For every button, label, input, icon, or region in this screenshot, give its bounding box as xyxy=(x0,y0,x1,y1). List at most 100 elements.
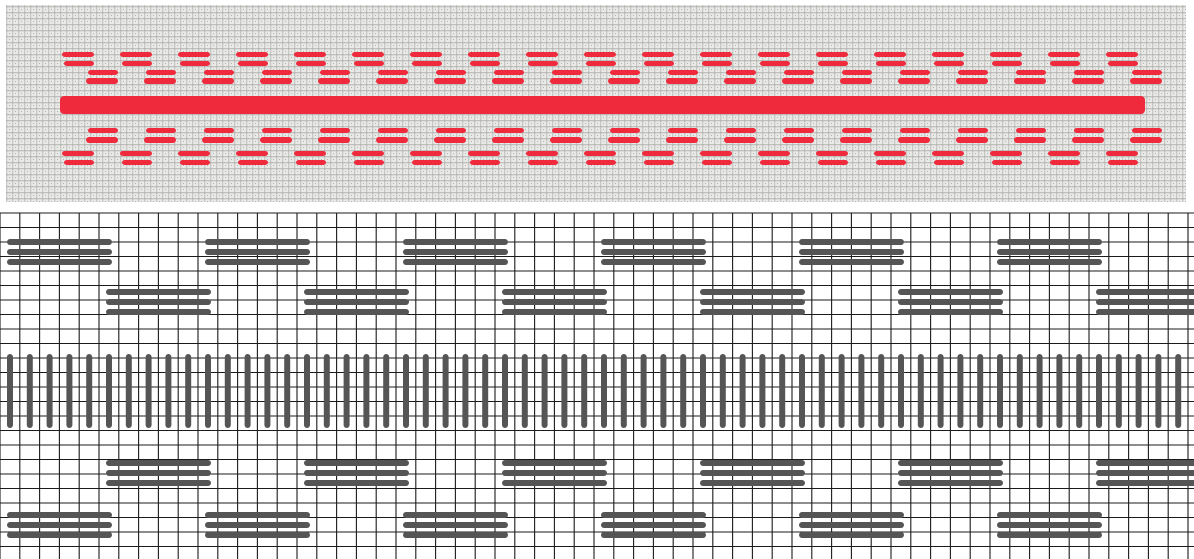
stitch-dash xyxy=(378,70,408,75)
stitch-dash xyxy=(584,151,616,156)
stitch-dash xyxy=(1132,128,1162,133)
stitch-dash xyxy=(900,128,930,133)
stitch-dash xyxy=(1130,137,1162,143)
stitch-dash xyxy=(88,128,118,133)
stitch-dash xyxy=(1108,61,1138,66)
stitch-dash xyxy=(934,160,964,165)
stitch-dash xyxy=(294,151,326,156)
stitch-dash xyxy=(146,128,176,133)
stitch-dash xyxy=(354,61,384,66)
stitch-dash xyxy=(726,70,756,75)
stitch-dash xyxy=(378,128,408,133)
stitch-chart xyxy=(0,205,1194,559)
stitch-dash xyxy=(876,61,906,66)
stitch-dash xyxy=(320,128,350,133)
stitch-dash xyxy=(262,128,292,133)
stitch-dash xyxy=(236,52,268,57)
stitch-dash xyxy=(88,70,118,75)
stitch-dash xyxy=(528,61,558,66)
stitch-dash xyxy=(434,137,466,143)
stitch-dash xyxy=(1016,128,1046,133)
stitch-dash xyxy=(550,78,582,84)
stitch-dash xyxy=(1014,137,1046,143)
stitch-dash xyxy=(318,78,350,84)
stitch-dash xyxy=(782,137,814,143)
stitch-dash xyxy=(610,70,640,75)
stitch-dash xyxy=(1132,70,1162,75)
stitch-dash xyxy=(724,78,756,84)
stitch-dash xyxy=(782,78,814,84)
embroidered-fabric-sample xyxy=(0,0,1194,205)
stitch-dash xyxy=(434,78,466,84)
stitch-dash xyxy=(666,78,698,84)
stitch-dash xyxy=(470,160,500,165)
stitch-dash xyxy=(1050,160,1080,165)
stitch-dash xyxy=(526,151,558,156)
stitch-dash xyxy=(86,137,118,143)
stitch-dash xyxy=(958,128,988,133)
stitch-dash xyxy=(816,52,848,57)
stitch-dash xyxy=(180,160,210,165)
stitch-dash xyxy=(318,137,350,143)
stitch-dash xyxy=(700,52,732,57)
stitch-dash xyxy=(526,52,558,57)
stitch-dash xyxy=(1050,61,1080,66)
stitch-dash xyxy=(412,160,442,165)
stitch-dash xyxy=(584,52,616,57)
stitch-dash xyxy=(874,151,906,156)
stitch-dash xyxy=(1130,78,1162,84)
stitch-dash xyxy=(758,151,790,156)
stitch-dash xyxy=(352,151,384,156)
center-band xyxy=(60,96,1145,114)
stitch-dash xyxy=(354,160,384,165)
stitch-dash xyxy=(202,78,234,84)
stitch-dash xyxy=(666,137,698,143)
stitch-dash xyxy=(842,70,872,75)
stitch-dash xyxy=(842,128,872,133)
stitch-dash xyxy=(784,128,814,133)
stitch-dash xyxy=(610,128,640,133)
stitch-dash xyxy=(1016,70,1046,75)
stitch-dash xyxy=(1048,52,1080,57)
stitch-dash xyxy=(204,128,234,133)
stitch-dash xyxy=(958,70,988,75)
stitch-dash xyxy=(64,61,94,66)
stitch-dash xyxy=(86,78,118,84)
stitch-dash xyxy=(552,70,582,75)
stitch-dash xyxy=(494,70,524,75)
stitch-dash xyxy=(758,52,790,57)
stitch-dash xyxy=(1074,70,1104,75)
stitch-dash xyxy=(352,52,384,57)
stitch-dash xyxy=(1106,52,1138,57)
stitch-dash xyxy=(898,78,930,84)
stitch-dash xyxy=(260,78,292,84)
stitch-dash xyxy=(668,128,698,133)
stitch-dash xyxy=(62,151,94,156)
stitch-dash xyxy=(668,70,698,75)
stitch-dash xyxy=(468,52,500,57)
stitch-dash xyxy=(1106,151,1138,156)
stitch-dash xyxy=(144,137,176,143)
stitch-dash xyxy=(296,160,326,165)
embroidered-fabric-photo xyxy=(0,0,1194,205)
stitch-dash xyxy=(410,52,442,57)
stitch-dash xyxy=(956,137,988,143)
stitch-dash xyxy=(62,52,94,57)
stitch-dash xyxy=(1072,78,1104,84)
stitch-dash xyxy=(608,137,640,143)
stitch-dash xyxy=(376,137,408,143)
stitch-dash xyxy=(202,137,234,143)
stitch-dash xyxy=(934,61,964,66)
stitch-dash xyxy=(260,137,292,143)
stitch-dash xyxy=(238,61,268,66)
stitch-dash xyxy=(144,78,176,84)
stitch-dash xyxy=(178,52,210,57)
stitch-dash xyxy=(874,52,906,57)
stitch-dash xyxy=(1048,151,1080,156)
stitch-dash xyxy=(436,128,466,133)
stitch-dash xyxy=(586,160,616,165)
stitch-dash xyxy=(608,78,640,84)
stitch-dash xyxy=(586,61,616,66)
stitch-dash xyxy=(120,151,152,156)
stitch-dash xyxy=(1072,137,1104,143)
